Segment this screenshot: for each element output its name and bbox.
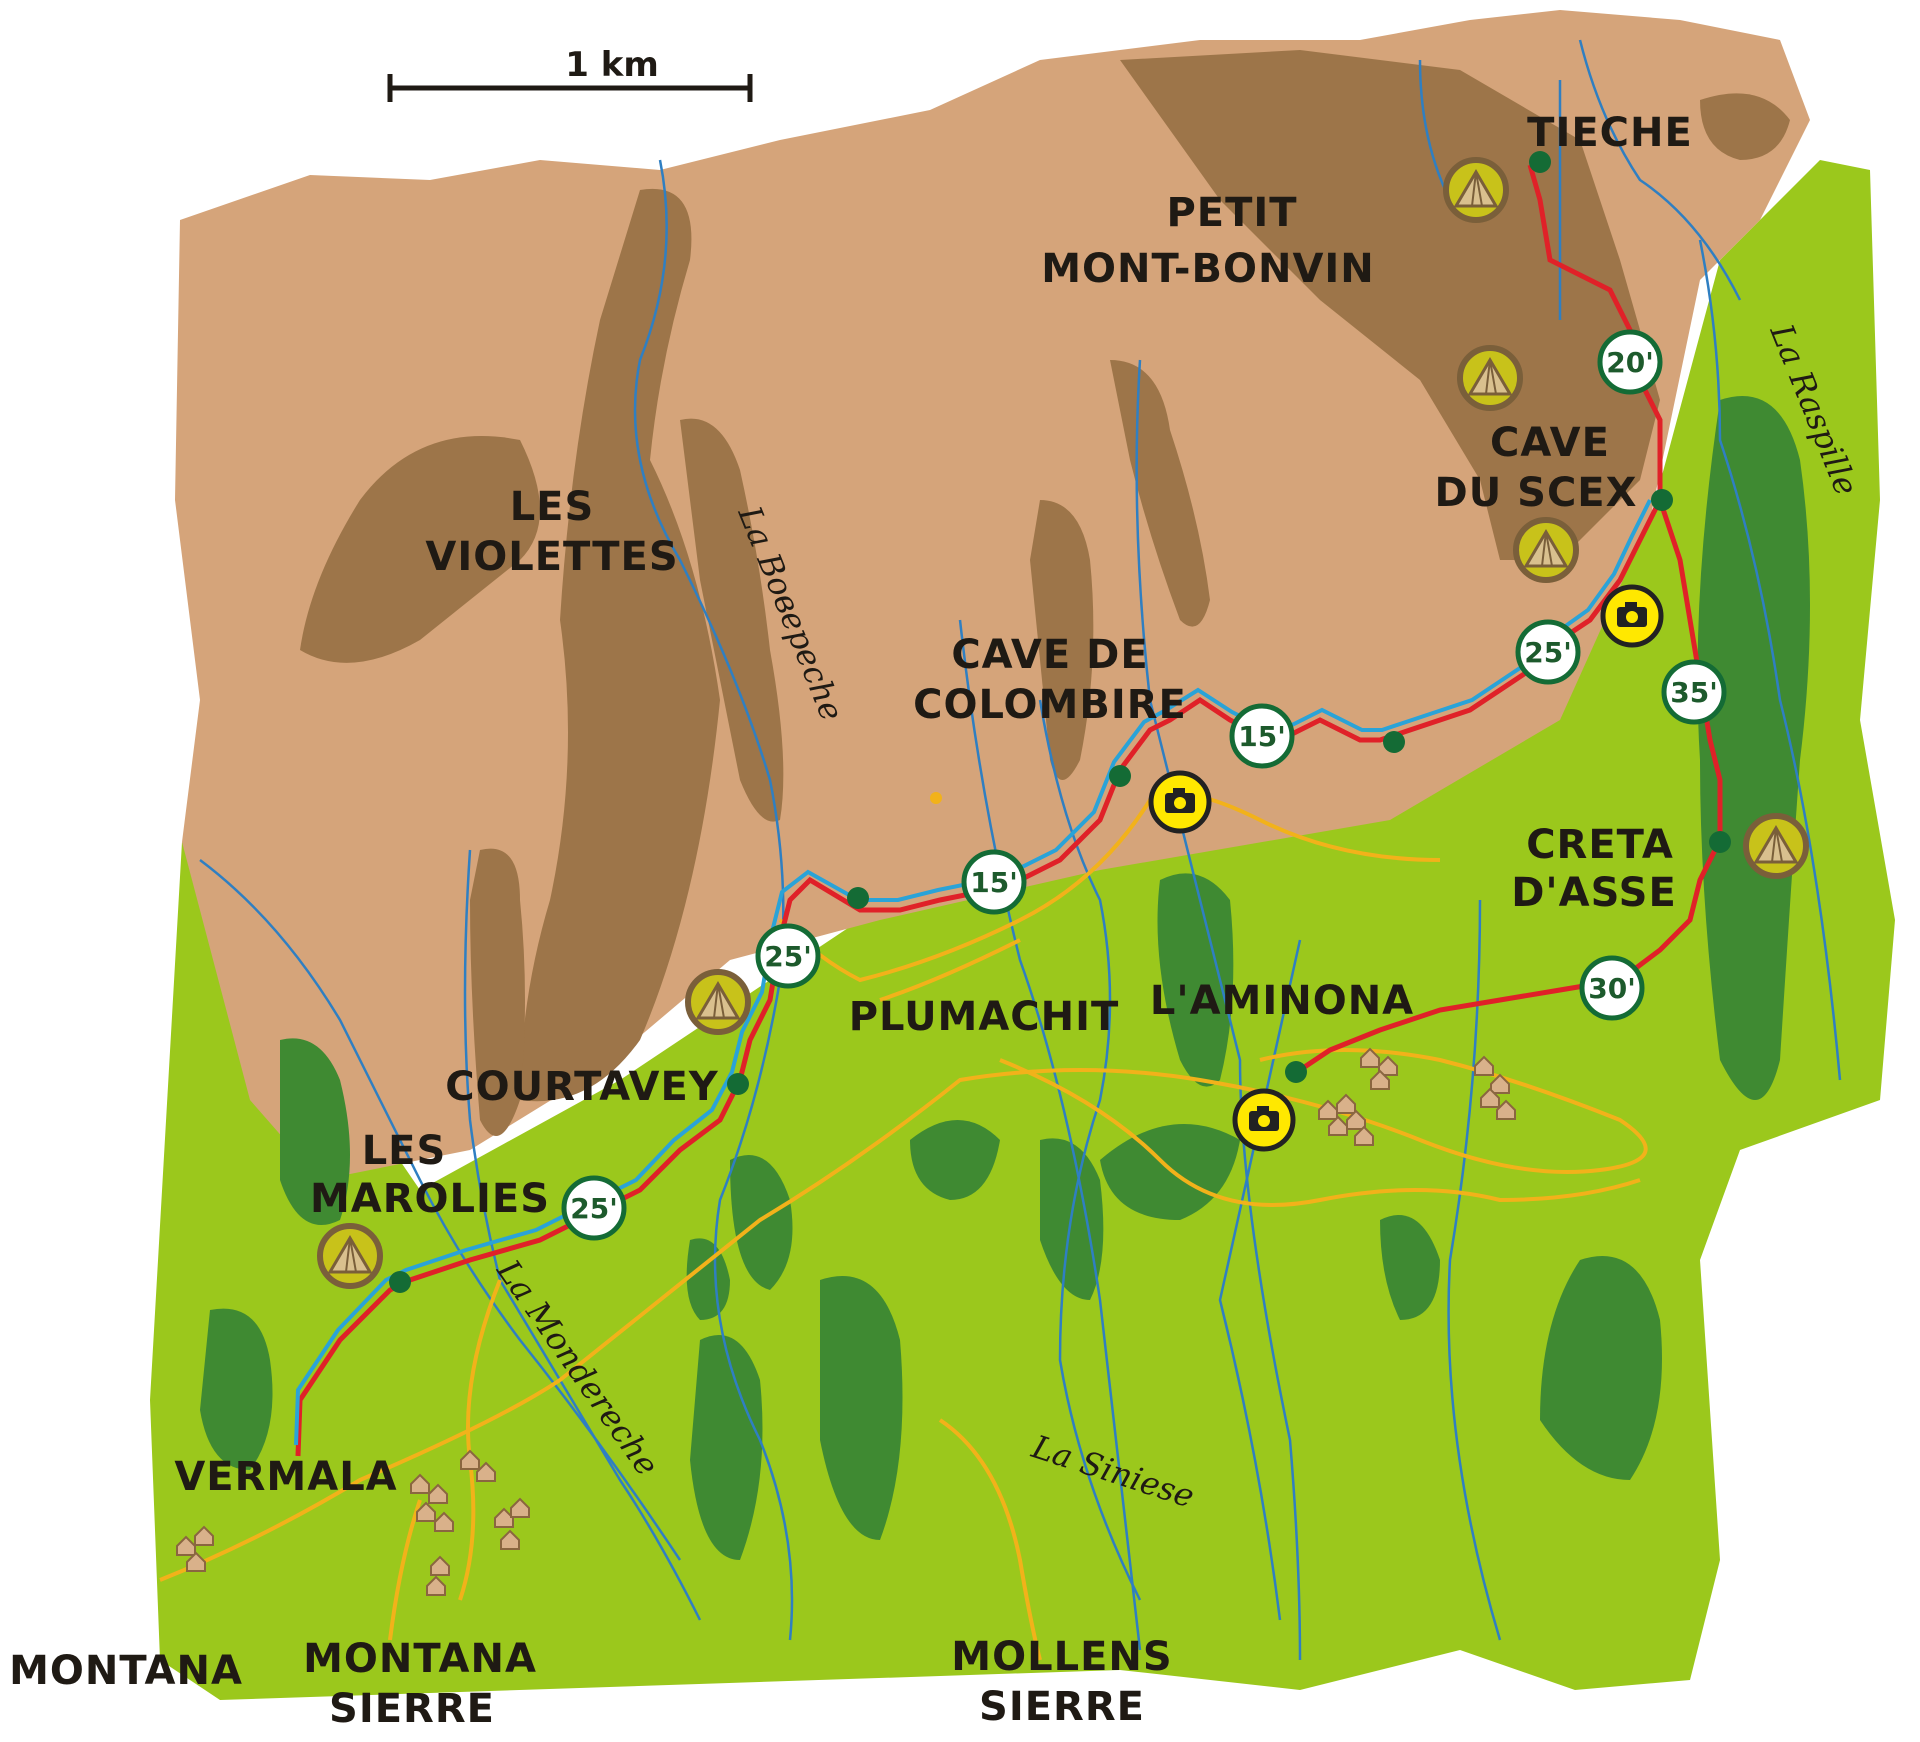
duration-label: 25': [1524, 636, 1572, 669]
duration-label: 20': [1606, 346, 1654, 379]
tent-icon: [1446, 160, 1506, 220]
camera-icon: [1151, 773, 1209, 831]
label-montana: MONTANA: [9, 1648, 243, 1694]
tent-icon: [1516, 520, 1576, 580]
duration-badge: 25': [561, 1175, 627, 1241]
meadow-area: [150, 160, 1895, 1700]
tent-icon: [688, 972, 748, 1032]
route-red: [295, 164, 1663, 1457]
label-colombire: COLOMBIRE: [913, 682, 1187, 728]
label-cave-de: CAVE DE: [951, 632, 1148, 678]
tent-icon: [1460, 348, 1520, 408]
label-petit: PETIT: [1166, 190, 1297, 236]
camera-icon: [1603, 587, 1661, 645]
duration-label: 15': [1238, 720, 1286, 753]
label-plumachit: PLUMACHIT: [849, 994, 1120, 1040]
duration-badge: 20': [1597, 329, 1663, 395]
label-les-marolies-1: LES: [362, 1128, 447, 1174]
label-mollens-sierre: SIERRE: [979, 1684, 1145, 1730]
label-creta: CRETA: [1526, 822, 1674, 868]
place-labels: TIECHE PETIT MONT-BONVIN CAVE DU SCEX LE…: [9, 110, 1693, 1732]
scale-label: 1 km: [565, 45, 659, 85]
duration-badges: 20' 25' 35' 15' 15' 25' 30' 25': [561, 329, 1727, 1241]
scale-bar: 1 km: [387, 45, 753, 102]
label-montana-sierre-1: MONTANA: [303, 1636, 537, 1682]
tent-icon: [320, 1226, 380, 1286]
label-marolies: MAROLIES: [310, 1176, 550, 1222]
duration-label: 25': [764, 940, 812, 973]
label-du-scex: DU SCEX: [1435, 470, 1638, 516]
label-mollens: MOLLENS: [951, 1634, 1172, 1680]
duration-label: 35': [1670, 676, 1718, 709]
label-cave: CAVE: [1490, 420, 1610, 466]
duration-label: 30': [1588, 972, 1636, 1005]
duration-badge: 25': [755, 923, 821, 989]
duration-badge: 15': [961, 849, 1027, 915]
duration-label: 15': [970, 866, 1018, 899]
label-vermala: VERMALA: [174, 1454, 397, 1500]
camera-icon: [1235, 1091, 1293, 1149]
label-dasse: D'ASSE: [1511, 870, 1677, 916]
label-courtavey: COURTAVEY: [445, 1064, 719, 1110]
forests: [200, 396, 1810, 1560]
duration-label: 25': [570, 1192, 618, 1225]
label-mont-bonvin: MONT-BONVIN: [1041, 246, 1375, 292]
label-tieche: TIECHE: [1527, 110, 1693, 156]
rock-ridges: [300, 50, 1790, 1136]
duration-badge: 35': [1661, 659, 1727, 725]
duration-badge: 30': [1579, 955, 1645, 1021]
tent-icon: [1746, 816, 1806, 876]
duration-badge: 15': [1229, 703, 1295, 769]
label-violettes: VIOLETTES: [425, 534, 678, 580]
duration-badge: 25': [1515, 619, 1581, 685]
label-montana-sierre-2: SIERRE: [329, 1686, 495, 1732]
label-les: LES: [510, 484, 595, 530]
label-laminona: L'AMINONA: [1150, 978, 1414, 1024]
rivers: [199, 39, 1842, 1661]
waypoints: [389, 151, 1731, 1293]
roads: [159, 791, 1648, 1661]
